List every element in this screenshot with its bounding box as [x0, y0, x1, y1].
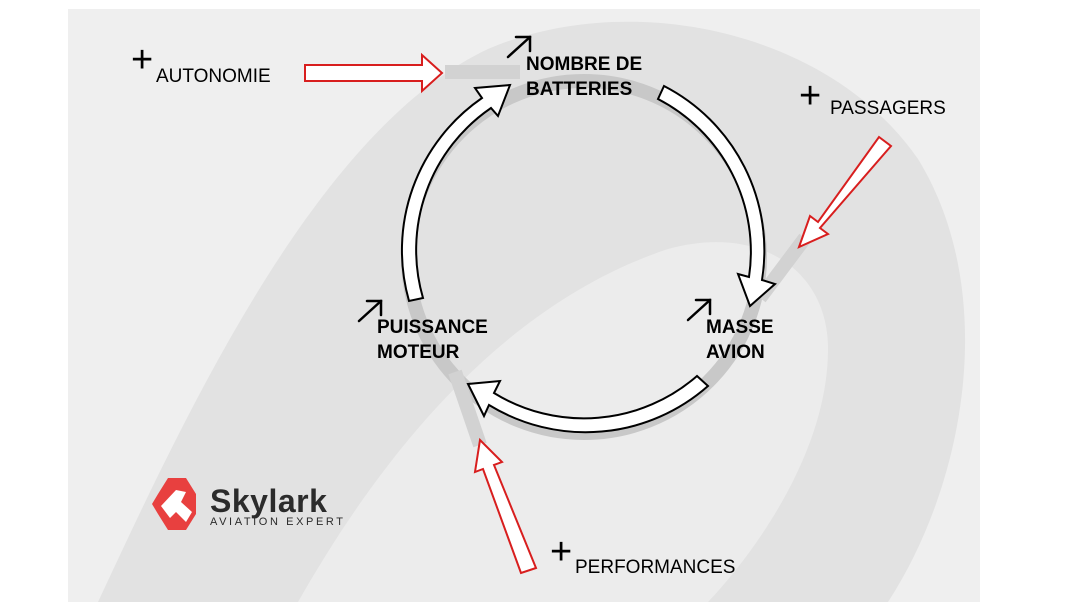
- node-label-masse-avion: MASSE AVION: [706, 315, 774, 365]
- connector-performances: [448, 369, 487, 448]
- plus-sign-performances: +: [550, 531, 573, 573]
- loop-arrow-puissance-to-batteries: [400, 83, 512, 303]
- arrow-up-right-icon: [686, 298, 712, 322]
- brand-name: Skylark: [210, 483, 328, 519]
- driver-arrow-performances: [473, 437, 538, 575]
- driver-label-autonomie: AUTONOMIE: [156, 66, 271, 87]
- node-label-nombre-batteries: NOMBRE DE BATTERIES: [526, 52, 642, 102]
- node-label-puissance-moteur: PUISSANCE MOTEUR: [377, 315, 488, 365]
- driver-label-performances: PERFORMANCES: [575, 557, 736, 578]
- node-label-line: NOMBRE DE BATTERIES: [526, 54, 643, 100]
- arrow-up-right-icon: [506, 35, 532, 59]
- loop-arrow-batteries-to-masse: [656, 84, 778, 308]
- driver-arrow-passagers: [797, 135, 893, 249]
- node-label-line: MASSE AVION: [706, 317, 774, 363]
- brand-tagline: AVIATION EXPERT: [210, 516, 346, 528]
- plus-sign-passagers: +: [799, 75, 822, 117]
- plus-sign-autonomie: +: [131, 39, 154, 81]
- skylark-logo-mark: [152, 478, 196, 530]
- node-label-line: PUISSANCE MOTEUR: [377, 317, 488, 363]
- driver-arrow-autonomie: [304, 52, 444, 94]
- arrow-up-right-icon: [357, 299, 383, 323]
- loop-arrow-masse-to-puissance: [466, 374, 710, 434]
- driver-label-passagers: PASSAGERS: [830, 98, 946, 119]
